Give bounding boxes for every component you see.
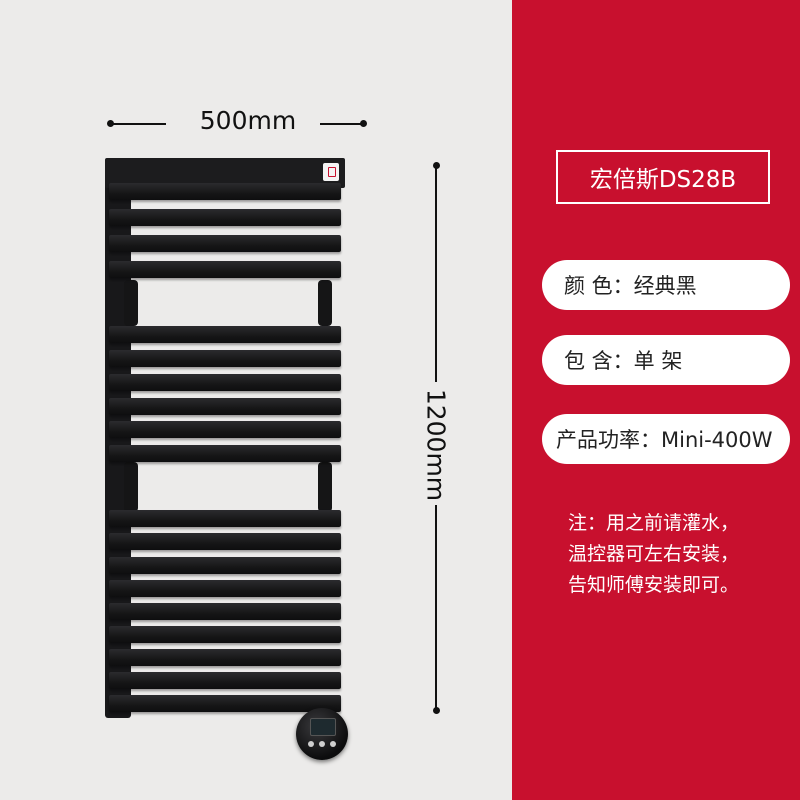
spec-power-pill: 产品功率：Mini-400W (542, 414, 790, 464)
radiator-slat (109, 557, 341, 574)
radiator-slat (109, 649, 341, 666)
spec-contents-text: 包 含：单 架 (564, 349, 683, 373)
thermostat-button (330, 741, 336, 747)
radiator-slat (109, 533, 341, 550)
width-line-left (110, 123, 166, 125)
radiator-post-right-lower (318, 462, 332, 512)
spec-color-pill: 颜 色：经典黑 (542, 260, 790, 310)
spec-contents-pill: 包 含：单 架 (542, 335, 790, 385)
height-label: 1200mm (421, 388, 451, 502)
radiator-slat (109, 183, 341, 200)
height-line-top (435, 165, 437, 382)
radiator-slat (109, 626, 341, 643)
radiator-slat (109, 235, 341, 252)
width-line-end-dot (360, 120, 367, 127)
note-line: 告知师傅安装即可。 (568, 574, 740, 596)
width-label: 500mm (199, 106, 297, 135)
thermostat-button (308, 741, 314, 747)
radiator-slat (109, 672, 341, 689)
spec-panel (512, 0, 800, 800)
radiator-slat (109, 209, 341, 226)
radiator-slat (109, 374, 341, 391)
radiator-slat (109, 398, 341, 415)
height-line-bottom (435, 505, 437, 710)
radiator-slat (109, 421, 341, 438)
radiator-slat (109, 445, 341, 462)
radiator-slat (109, 510, 341, 527)
radiator-slat (109, 326, 341, 343)
thermostat-controller (296, 708, 348, 760)
radiator-slat (109, 350, 341, 367)
thermostat-screen (310, 718, 336, 736)
radiator-slat (109, 580, 341, 597)
radiator-slat (109, 261, 341, 278)
radiator-slat (109, 695, 341, 712)
note-line: 温控器可左右安装， (568, 543, 740, 565)
height-line-end-dot (433, 707, 440, 714)
thermostat-button (319, 741, 325, 747)
note-line: 注：用之前请灌水， (568, 512, 740, 534)
radiator-post-left-upper (124, 280, 138, 326)
product-title: 宏倍斯DS28B (556, 150, 770, 204)
spec-color-text: 颜 色：经典黑 (564, 274, 697, 298)
spec-power-text: 产品功率：Mini-400W (556, 428, 773, 452)
brand-logo-icon (323, 163, 339, 181)
radiator-post-left-lower (124, 462, 138, 512)
radiator-post-right-upper (318, 280, 332, 326)
width-line-right (320, 123, 364, 125)
installation-note: 注：用之前请灌水， 温控器可左右安装， 告知师傅安装即可。 (568, 508, 739, 601)
radiator-slat (109, 603, 341, 620)
